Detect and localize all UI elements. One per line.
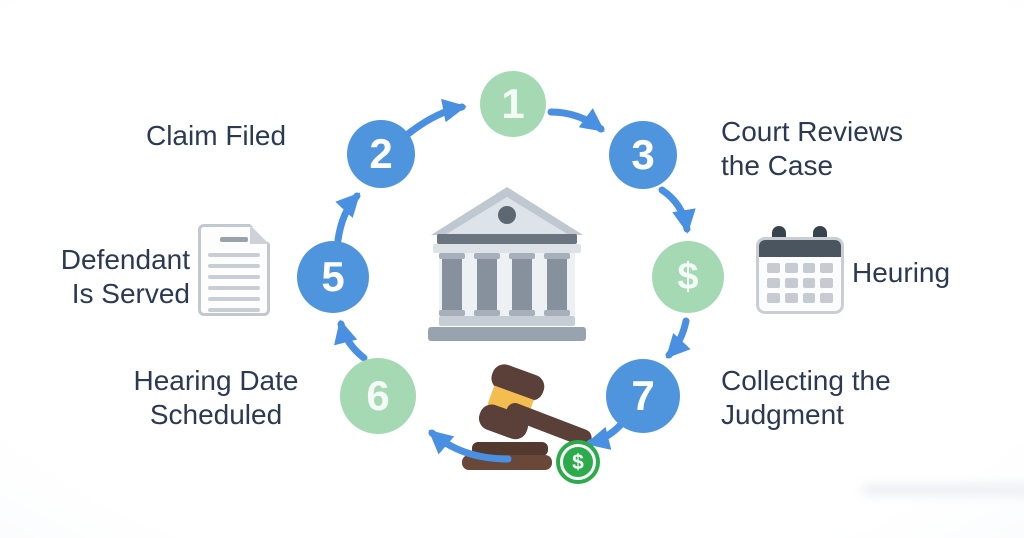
gavel-sound-block <box>472 442 548 456</box>
calendar-day-cell <box>767 263 780 273</box>
step-number: 5 <box>321 253 345 300</box>
step-node-7: 7 <box>606 359 680 433</box>
arrow-gavel-to-6 <box>428 429 512 463</box>
step-number: 7 <box>631 372 655 419</box>
calendar-day-cell <box>802 293 816 303</box>
label-line: Collecting the <box>721 365 891 396</box>
label-hearing: Heuring <box>852 256 950 290</box>
label-defendant-is-served: Defendant Is Served <box>38 243 190 311</box>
document-text-line <box>208 264 260 268</box>
courthouse-column <box>509 253 535 316</box>
courthouse-entablature <box>437 234 577 244</box>
label-claim-filed: Claim Filed <box>116 119 316 153</box>
courthouse-icon <box>428 187 586 341</box>
dollar-coin-icon: $ <box>556 440 600 484</box>
label-line: Heuring <box>852 257 951 288</box>
calendar-day-cell <box>820 263 833 273</box>
courthouse-base <box>428 327 586 341</box>
label-line: Hearing Date <box>133 365 299 396</box>
label-hearing-date-scheduled: Hearing Date Scheduled <box>116 364 316 432</box>
calendar-body <box>756 237 844 314</box>
step-node-1: 1 <box>480 71 546 137</box>
step-node-3: 3 <box>609 121 677 189</box>
label-line: Is Served <box>71 278 190 309</box>
arrow-6-to-5 <box>334 319 368 362</box>
step-node-5: 5 <box>297 241 369 313</box>
calendar-day-cell <box>767 293 780 303</box>
label-line: Defendant <box>60 244 190 275</box>
document-text-line <box>208 253 260 257</box>
calendar-header <box>759 240 841 257</box>
label-line: Judgment <box>721 399 844 430</box>
calendar-icon <box>756 226 844 316</box>
step-node-6: 6 <box>340 358 416 434</box>
courthouse-architrave <box>433 244 581 253</box>
document-text-line <box>208 286 260 290</box>
calendar-day-cell <box>802 263 816 273</box>
calendar-day-cell <box>820 278 833 288</box>
step-node-dollar: $ <box>652 241 724 313</box>
step-number: 1 <box>501 80 525 127</box>
arrow-2-to-1 <box>404 98 467 138</box>
courthouse-column <box>544 253 570 316</box>
step-number: 3 <box>631 131 655 178</box>
arrow-5-to-2 <box>334 192 361 244</box>
step-number: 2 <box>369 130 393 177</box>
label-collecting-the-judgment: Collecting the Judgment <box>721 364 891 432</box>
coin-dollar-sign: $ <box>572 450 584 474</box>
document-text-line <box>208 297 260 301</box>
label-line: Claim Filed <box>145 120 287 151</box>
document-icon <box>198 224 270 316</box>
label-line: Scheduled <box>149 399 283 430</box>
step-node-2: 2 <box>347 120 415 188</box>
document-title-line <box>220 237 248 242</box>
calendar-day-cell <box>820 293 833 303</box>
courthouse-column <box>474 253 500 316</box>
background-smudge <box>862 484 1024 496</box>
calendar-day-cell <box>784 263 798 273</box>
calendar-day-cell <box>784 278 798 288</box>
courthouse-colonnade <box>439 253 575 316</box>
document-text-line <box>208 308 260 312</box>
arrow-dollar-to-7 <box>665 317 691 359</box>
courthouse-column <box>439 253 465 316</box>
dollar-sign: $ <box>677 256 699 298</box>
label-line: Court Reviews <box>721 116 904 147</box>
document-text-line <box>208 275 260 279</box>
arrow-3-to-dollar <box>658 186 696 234</box>
calendar-day-cell <box>784 293 798 303</box>
label-line: the Case <box>721 150 834 181</box>
calendar-day-cell <box>767 278 780 288</box>
courthouse-pediment-circle <box>498 206 516 224</box>
arrow-1-to-3 <box>547 108 605 133</box>
courthouse-step <box>439 316 575 326</box>
label-court-reviews-the-case: Court Reviews the Case <box>721 115 903 183</box>
step-number: 6 <box>366 372 390 419</box>
calendar-grid <box>767 263 833 303</box>
calendar-day-cell <box>802 278 816 288</box>
